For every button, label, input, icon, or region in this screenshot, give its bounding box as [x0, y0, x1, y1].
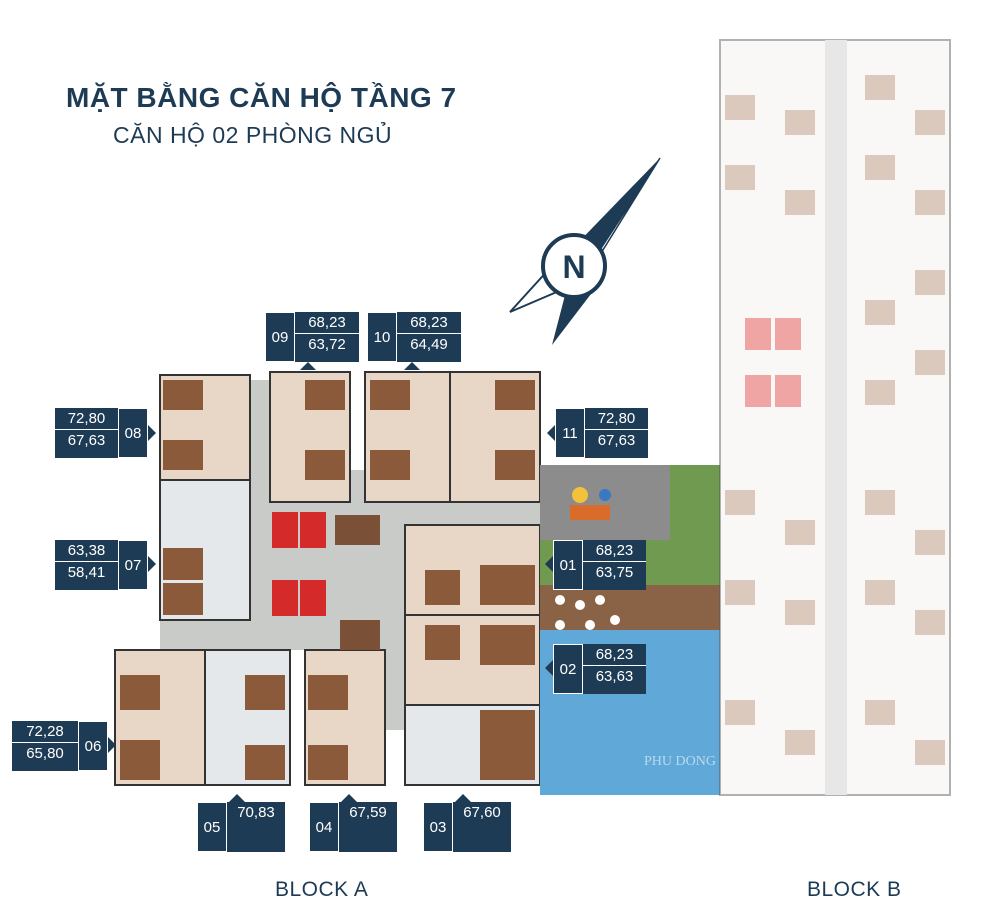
- unit-04-label: 04 67,59: [309, 802, 397, 852]
- unit-05-number: 05: [197, 802, 227, 852]
- unit-03-number: 03: [423, 802, 453, 852]
- unit-07-number: 07: [118, 540, 148, 590]
- unit-06-area-a: 72,28: [26, 723, 64, 740]
- unit-07-area-b: 58,41: [55, 561, 118, 583]
- page-title: MẶT BẰNG CĂN HỘ TẦNG 7: [66, 82, 457, 113]
- unit-02-area-b: 63,63: [583, 665, 646, 687]
- unit-07-label: 63,38 58,41 07: [55, 540, 148, 590]
- unit-10-area-a: 68,23: [410, 314, 448, 331]
- unit-02-number: 02: [553, 644, 583, 694]
- unit-11-label: 11 72,80 67,63: [555, 408, 648, 458]
- unit-05-label: 05 70,83: [197, 802, 285, 852]
- unit-09-area-a: 68,23: [308, 314, 346, 331]
- unit-01-number: 01: [553, 540, 583, 590]
- block-b-plan: [719, 39, 951, 796]
- unit-03-area-a: 67,60: [463, 804, 501, 821]
- unit-06-number: 06: [78, 721, 108, 771]
- unit-01-label: 01 68,23 63,75: [553, 540, 646, 590]
- unit-09-label: 09 68,23 63,72: [265, 312, 359, 362]
- unit-01-area-b: 63,75: [583, 561, 646, 583]
- block-a-plan: [114, 371, 541, 786]
- unit-10-label: 10 68,23 64,49: [367, 312, 461, 362]
- unit-10-number: 10: [367, 312, 397, 362]
- unit-08-number: 08: [118, 408, 148, 458]
- page-subtitle: CĂN HỘ 02 PHÒNG NGỦ: [113, 122, 393, 148]
- watermark-logo: PHU DONG: [644, 754, 716, 769]
- unit-03-label: 03 67,60: [423, 802, 511, 852]
- unit-02-area-a: 68,23: [595, 646, 634, 663]
- unit-04-number: 04: [309, 802, 339, 852]
- label-pointers: [108, 362, 555, 802]
- unit-09-area-b: 63,72: [295, 333, 359, 355]
- unit-06-area-b: 65,80: [12, 742, 78, 764]
- block-b-label: BLOCK B: [807, 878, 902, 901]
- unit-06-label: 72,28 65,80 06: [12, 721, 108, 771]
- amenity-area: PHU DONG: [540, 465, 720, 795]
- unit-10-area-b: 64,49: [397, 333, 461, 355]
- unit-08-label: 72,80 67,63 08: [55, 408, 148, 458]
- unit-01-area-a: 68,23: [595, 542, 634, 559]
- unit-08-area-a: 72,80: [67, 410, 106, 427]
- compass-icon: N: [509, 157, 661, 345]
- unit-11-number: 11: [555, 408, 585, 458]
- unit-07-area-a: 63,38: [67, 542, 106, 559]
- unit-02-label: 02 68,23 63,63: [553, 644, 646, 694]
- unit-08-area-b: 67,63: [55, 429, 118, 451]
- block-a-label: BLOCK A: [275, 878, 369, 901]
- unit-05-area-a: 70,83: [237, 804, 275, 821]
- unit-04-area-a: 67,59: [349, 804, 387, 821]
- unit-11-area-a: 72,80: [597, 410, 636, 427]
- unit-11-area-b: 67,63: [585, 429, 648, 451]
- compass-letter: N: [562, 249, 585, 285]
- unit-09-number: 09: [265, 312, 295, 362]
